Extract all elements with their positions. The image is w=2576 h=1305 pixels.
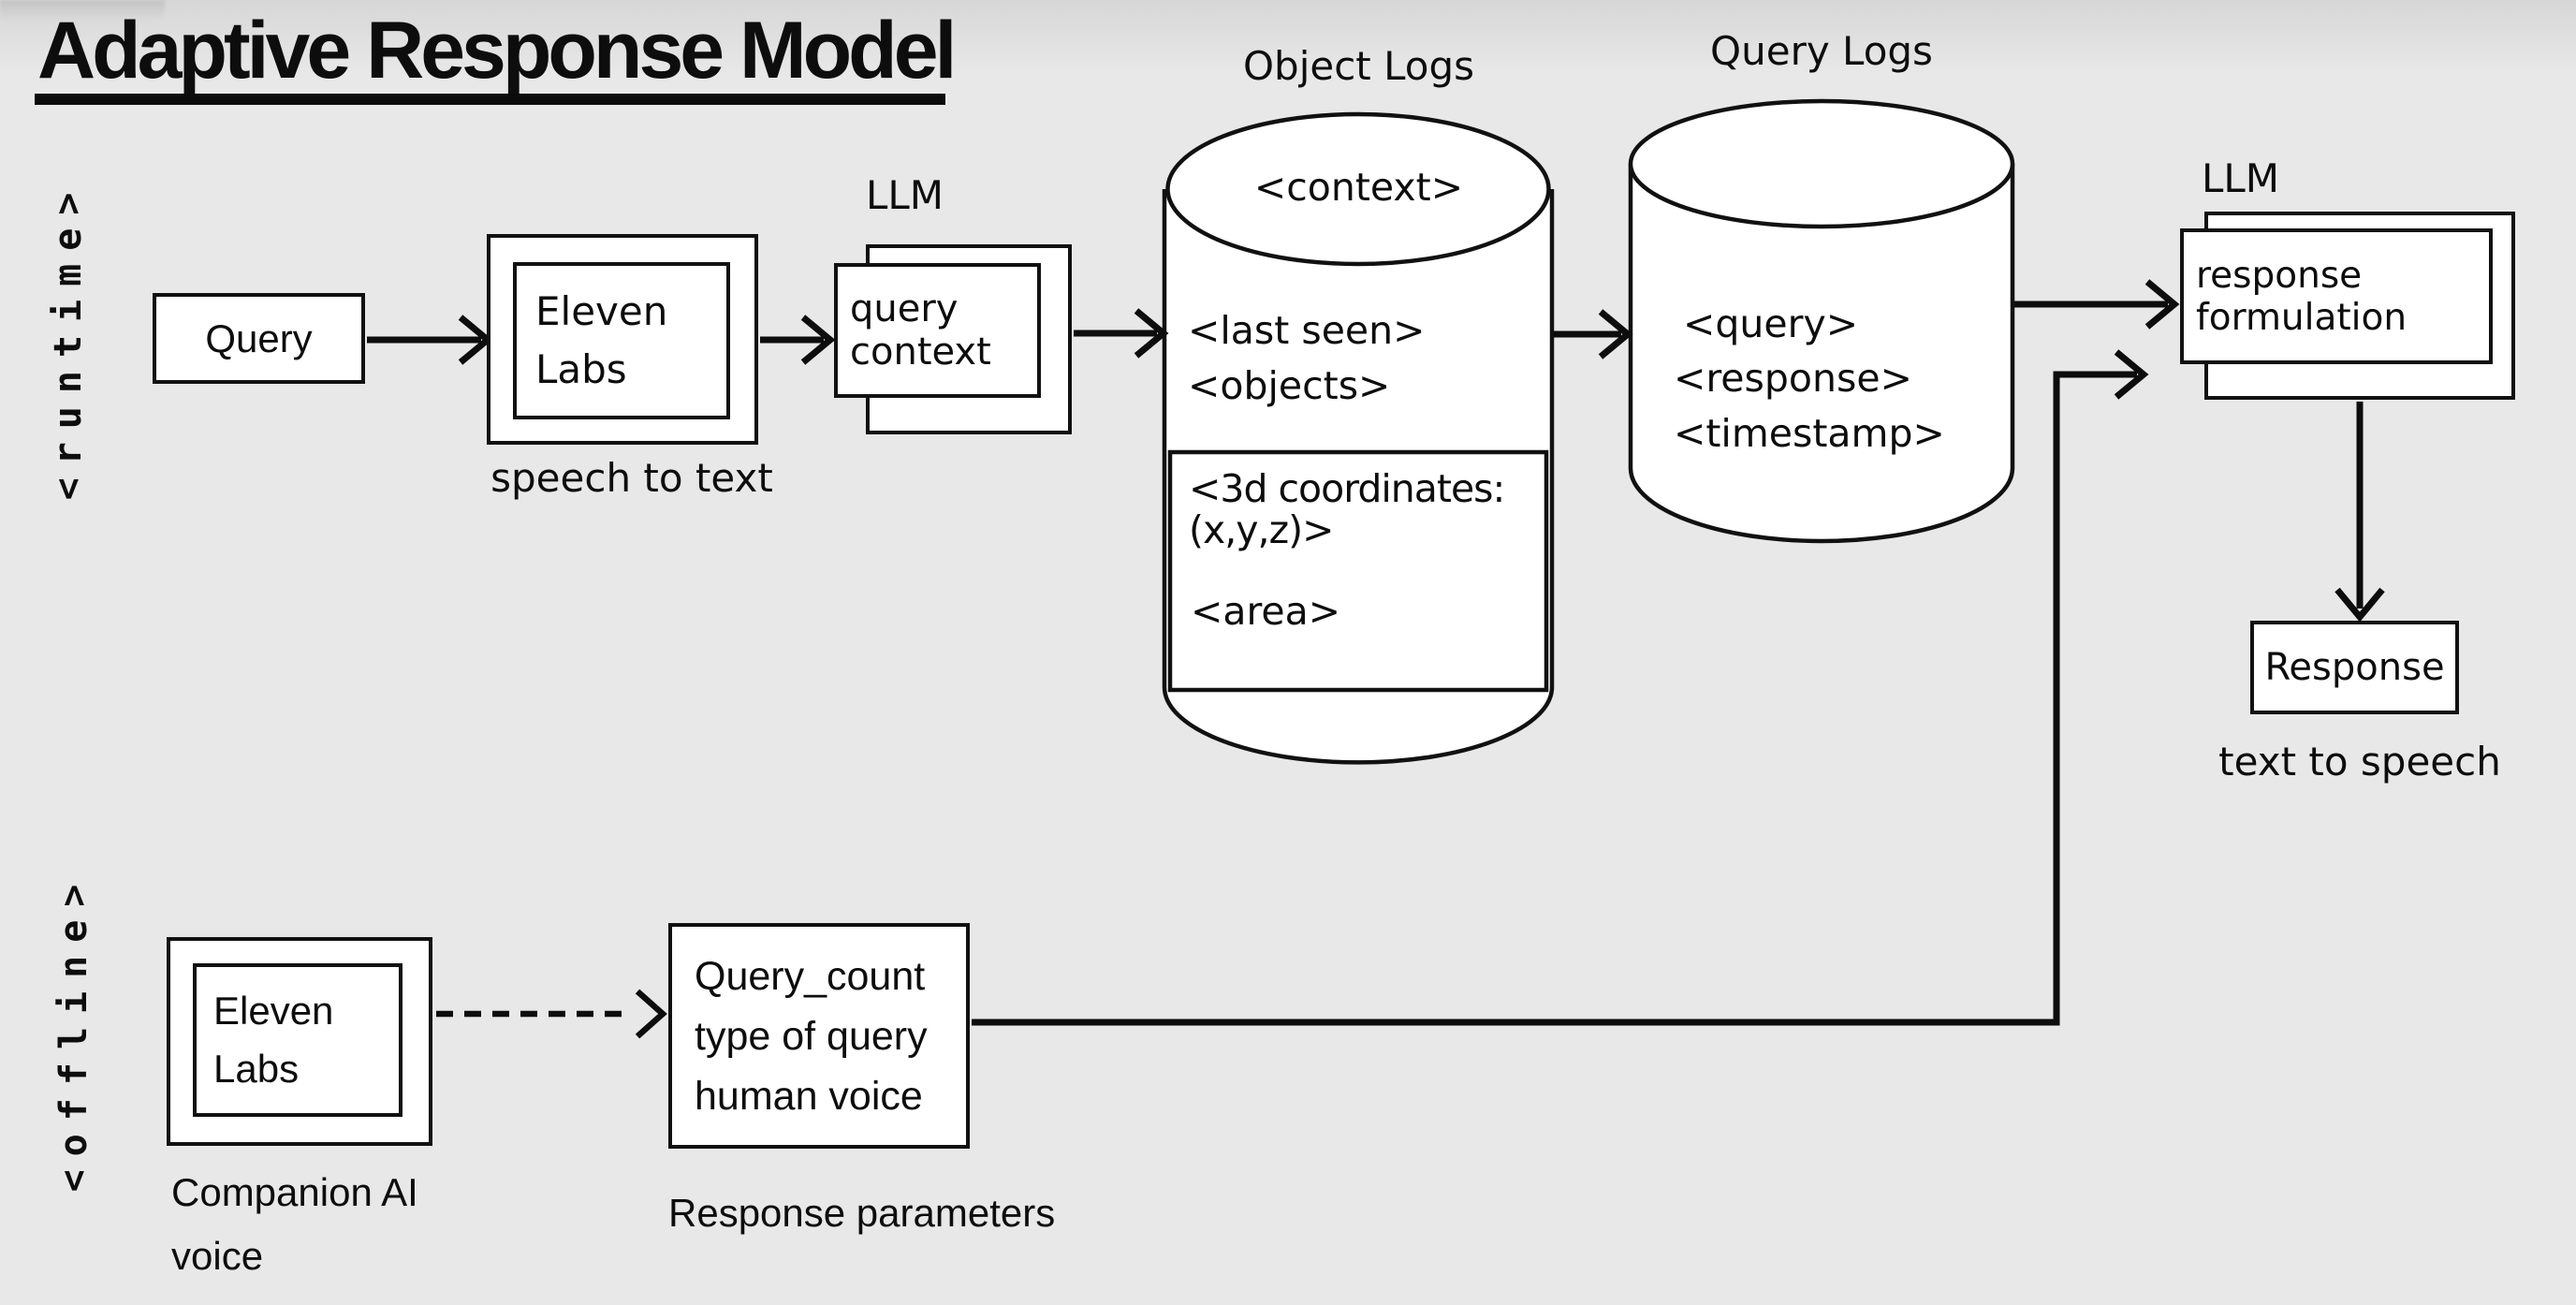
- query-logs-query-field: <query>: [1683, 301, 1859, 346]
- elevenlabs-offline-inner-box: Eleven Labs: [193, 963, 402, 1117]
- response-parameters-line1: Query_count: [695, 953, 926, 999]
- llm-tag-query-context: LLM: [866, 172, 944, 218]
- companion-ai-voice-caption: Companion AI voice: [171, 1161, 418, 1288]
- companion-ai-voice-caption-line1: Companion AI: [171, 1170, 418, 1214]
- arrow-query-to-elevenlabs: [367, 315, 493, 365]
- object-logs-title: Object Logs: [1242, 43, 1475, 89]
- arrow-elevenlabs-to-querycontext: [760, 315, 836, 365]
- query-box: Query: [153, 293, 365, 384]
- object-logs-area-field: <area>: [1191, 589, 1341, 634]
- query-context-label-line1: query: [850, 287, 959, 330]
- arrow-objectlogs-to-querylogs: [1554, 309, 1633, 359]
- page-title: Adaptive Response Model: [37, 6, 957, 95]
- query-logs-timestamp-field: <timestamp>: [1674, 411, 1945, 456]
- elevenlabs-runtime-label-line2: Labs: [535, 346, 627, 392]
- response-parameters-caption: Response parameters: [668, 1191, 1056, 1235]
- arrow-querycontext-to-objectlogs: [1074, 308, 1169, 359]
- text-to-speech-caption: text to speech: [2218, 739, 2501, 784]
- lane-label-runtime: <runtime>: [47, 179, 90, 501]
- response-parameters-line2: type of query: [695, 1013, 928, 1059]
- query-logs-response-field: <response>: [1674, 356, 1912, 401]
- response-formulation-label-line2: formulation: [2196, 296, 2408, 339]
- object-logs-cylinder-top: [1165, 111, 1551, 267]
- arrow-responseformulation-to-response: [2334, 402, 2385, 623]
- query-context-box: query context: [834, 263, 1041, 398]
- title-underline: [35, 94, 945, 105]
- companion-ai-voice-caption-line2: voice: [171, 1234, 264, 1278]
- object-logs-lastseen-field: <last seen>: [1188, 308, 1426, 353]
- arrow-querylogs-to-responseformulation: [2014, 279, 2180, 330]
- response-parameters-line3: human voice: [695, 1073, 923, 1119]
- lane-label-offline: <offline>: [52, 871, 95, 1193]
- elevenlabs-runtime-inner-box: Eleven Labs: [513, 262, 730, 419]
- query-logs-cylinder-body: [1628, 164, 2015, 544]
- response-formulation-box: response formulation: [2180, 228, 2493, 364]
- query-logs-title: Query Logs: [1710, 28, 1933, 74]
- object-logs-objects-field: <objects>: [1188, 363, 1391, 408]
- response-box: Response: [2250, 621, 2459, 714]
- object-logs-coordinates-line1: <3d coordinates:: [1189, 466, 1505, 511]
- query-box-label: Query: [205, 315, 313, 360]
- response-box-label: Response: [2264, 646, 2445, 689]
- query-logs-cylinder-top: [1628, 98, 2015, 229]
- llm-tag-response-formulation: LLM: [2202, 155, 2280, 201]
- elevenlabs-offline-label-line1: Eleven: [213, 989, 334, 1033]
- object-logs-lower-section: [1167, 449, 1549, 693]
- object-logs-context-field: <context>: [1253, 165, 1464, 210]
- arrow-params-to-responseformulation: [972, 349, 2149, 1026]
- response-formulation-label-line1: response: [2196, 254, 2363, 297]
- elevenlabs-offline-label-line2: Labs: [213, 1047, 300, 1091]
- object-logs-coordinates-field: <3d coordinates: (x,y,z)>: [1189, 466, 1505, 552]
- elevenlabs-runtime-label-line1: Eleven: [535, 288, 668, 334]
- query-context-label-line2: context: [850, 330, 991, 374]
- speech-to-text-caption: speech to text: [490, 455, 773, 501]
- object-logs-coordinates-line2: (x,y,z)>: [1189, 507, 1334, 552]
- dashed-arrow-elevenlabs-to-params: [436, 989, 667, 1039]
- corner-tab-artifact: [0, 0, 165, 22]
- response-parameters-box: Query_count type of query human voice: [668, 923, 970, 1149]
